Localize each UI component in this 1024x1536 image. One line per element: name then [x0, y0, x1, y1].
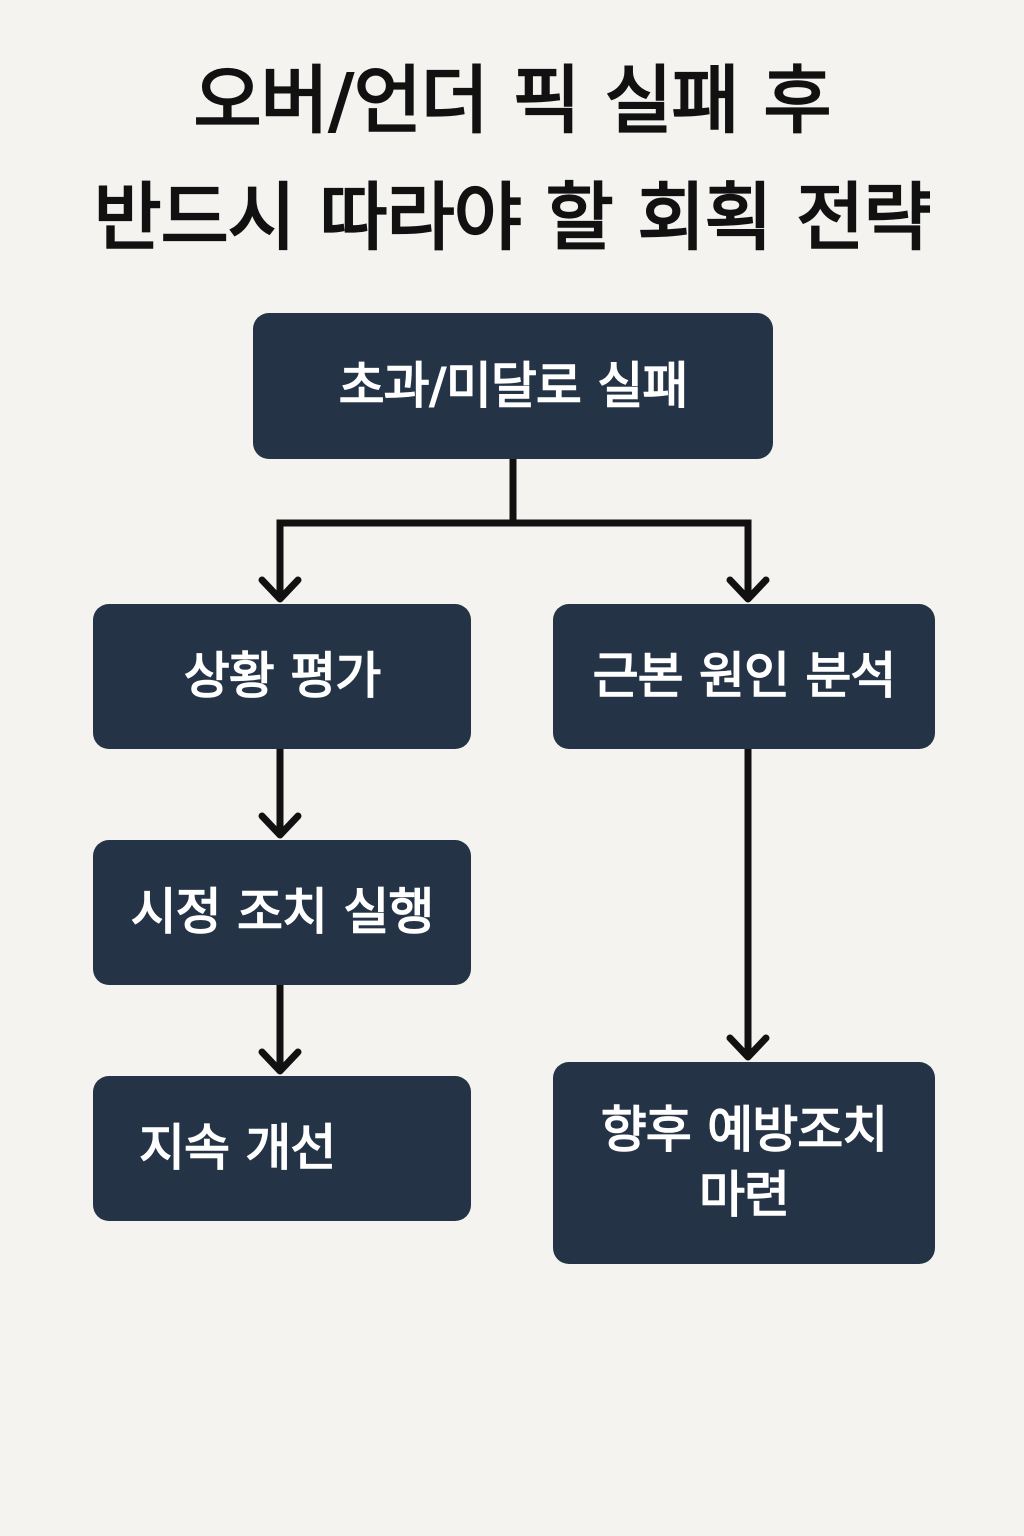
arrowhead-to-improve: [258, 1048, 302, 1075]
node-preventive-measures-label-line1: 향후 예방조치: [600, 1101, 888, 1159]
node-root-cause-analysis-label: 근본 원인 분석: [592, 647, 897, 705]
node-failure-start: 초과/미달로 실패: [253, 313, 773, 459]
page-title-line-2: 반드시 따라야 할 회획 전략: [93, 175, 932, 261]
node-failure-start-label: 초과/미달로 실패: [338, 356, 689, 415]
node-situation-assessment-label: 상황 평가: [183, 647, 381, 705]
node-corrective-action-label: 시정 조치 실행: [130, 883, 435, 941]
node-situation-assessment: 상황 평가: [93, 604, 471, 749]
node-continuous-improvement-label: 지속 개선: [139, 1119, 336, 1177]
node-preventive-measures: 향후 예방조치 마련: [553, 1062, 935, 1264]
node-continuous-improvement: 지속 개선: [93, 1076, 471, 1221]
node-root-cause-analysis: 근본 원인 분석: [553, 604, 935, 749]
node-corrective-action: 시정 조치 실행: [93, 840, 471, 985]
arrowhead-to-root-cause: [726, 576, 770, 603]
page-title-line-1: 오버/언더 픽 실패 후: [193, 58, 832, 144]
arrowhead-to-assess: [258, 576, 302, 603]
node-preventive-measures-label-line2: 마련: [699, 1166, 790, 1224]
arrowhead-to-corrective: [258, 812, 302, 839]
connector-start-split: [276, 455, 752, 600]
arrowhead-to-prevent: [726, 1034, 770, 1061]
